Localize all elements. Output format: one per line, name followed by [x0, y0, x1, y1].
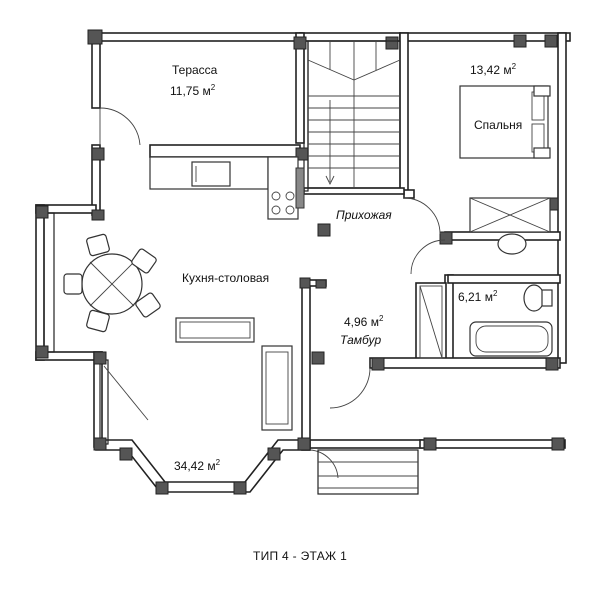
kitchen-name: Кухня-столовая	[182, 271, 269, 285]
labels: Терасса 11,75 м2 13,42 м2 Спальня Прихож…	[170, 62, 522, 473]
bedroom-area: 13,42 м2	[470, 62, 517, 77]
vestibule-area: 4,96 м2	[344, 314, 384, 329]
bed	[459, 85, 551, 233]
entrance-steps	[317, 449, 419, 495]
kitchen-counter	[149, 156, 305, 220]
bathroom-fixtures	[419, 233, 553, 359]
plan-caption: ТИП 4 - ЭТАЖ 1	[252, 549, 348, 563]
staircase	[307, 40, 401, 189]
bathroom-area: 6,21 м2	[458, 289, 498, 304]
living-furniture	[175, 317, 293, 431]
dining-chairs	[63, 233, 161, 333]
bedroom-name: Спальня	[474, 118, 522, 132]
kitchen-area: 34,42 м2	[174, 458, 221, 473]
terrace-area: 11,75 м2	[170, 83, 216, 98]
vestibule-name: Тамбур	[340, 333, 381, 347]
doors	[99, 107, 446, 479]
columns	[35, 29, 565, 495]
hall-name: Прихожая	[336, 208, 392, 222]
terrace-name: Терасса	[172, 63, 218, 77]
dining-table	[63, 233, 161, 333]
